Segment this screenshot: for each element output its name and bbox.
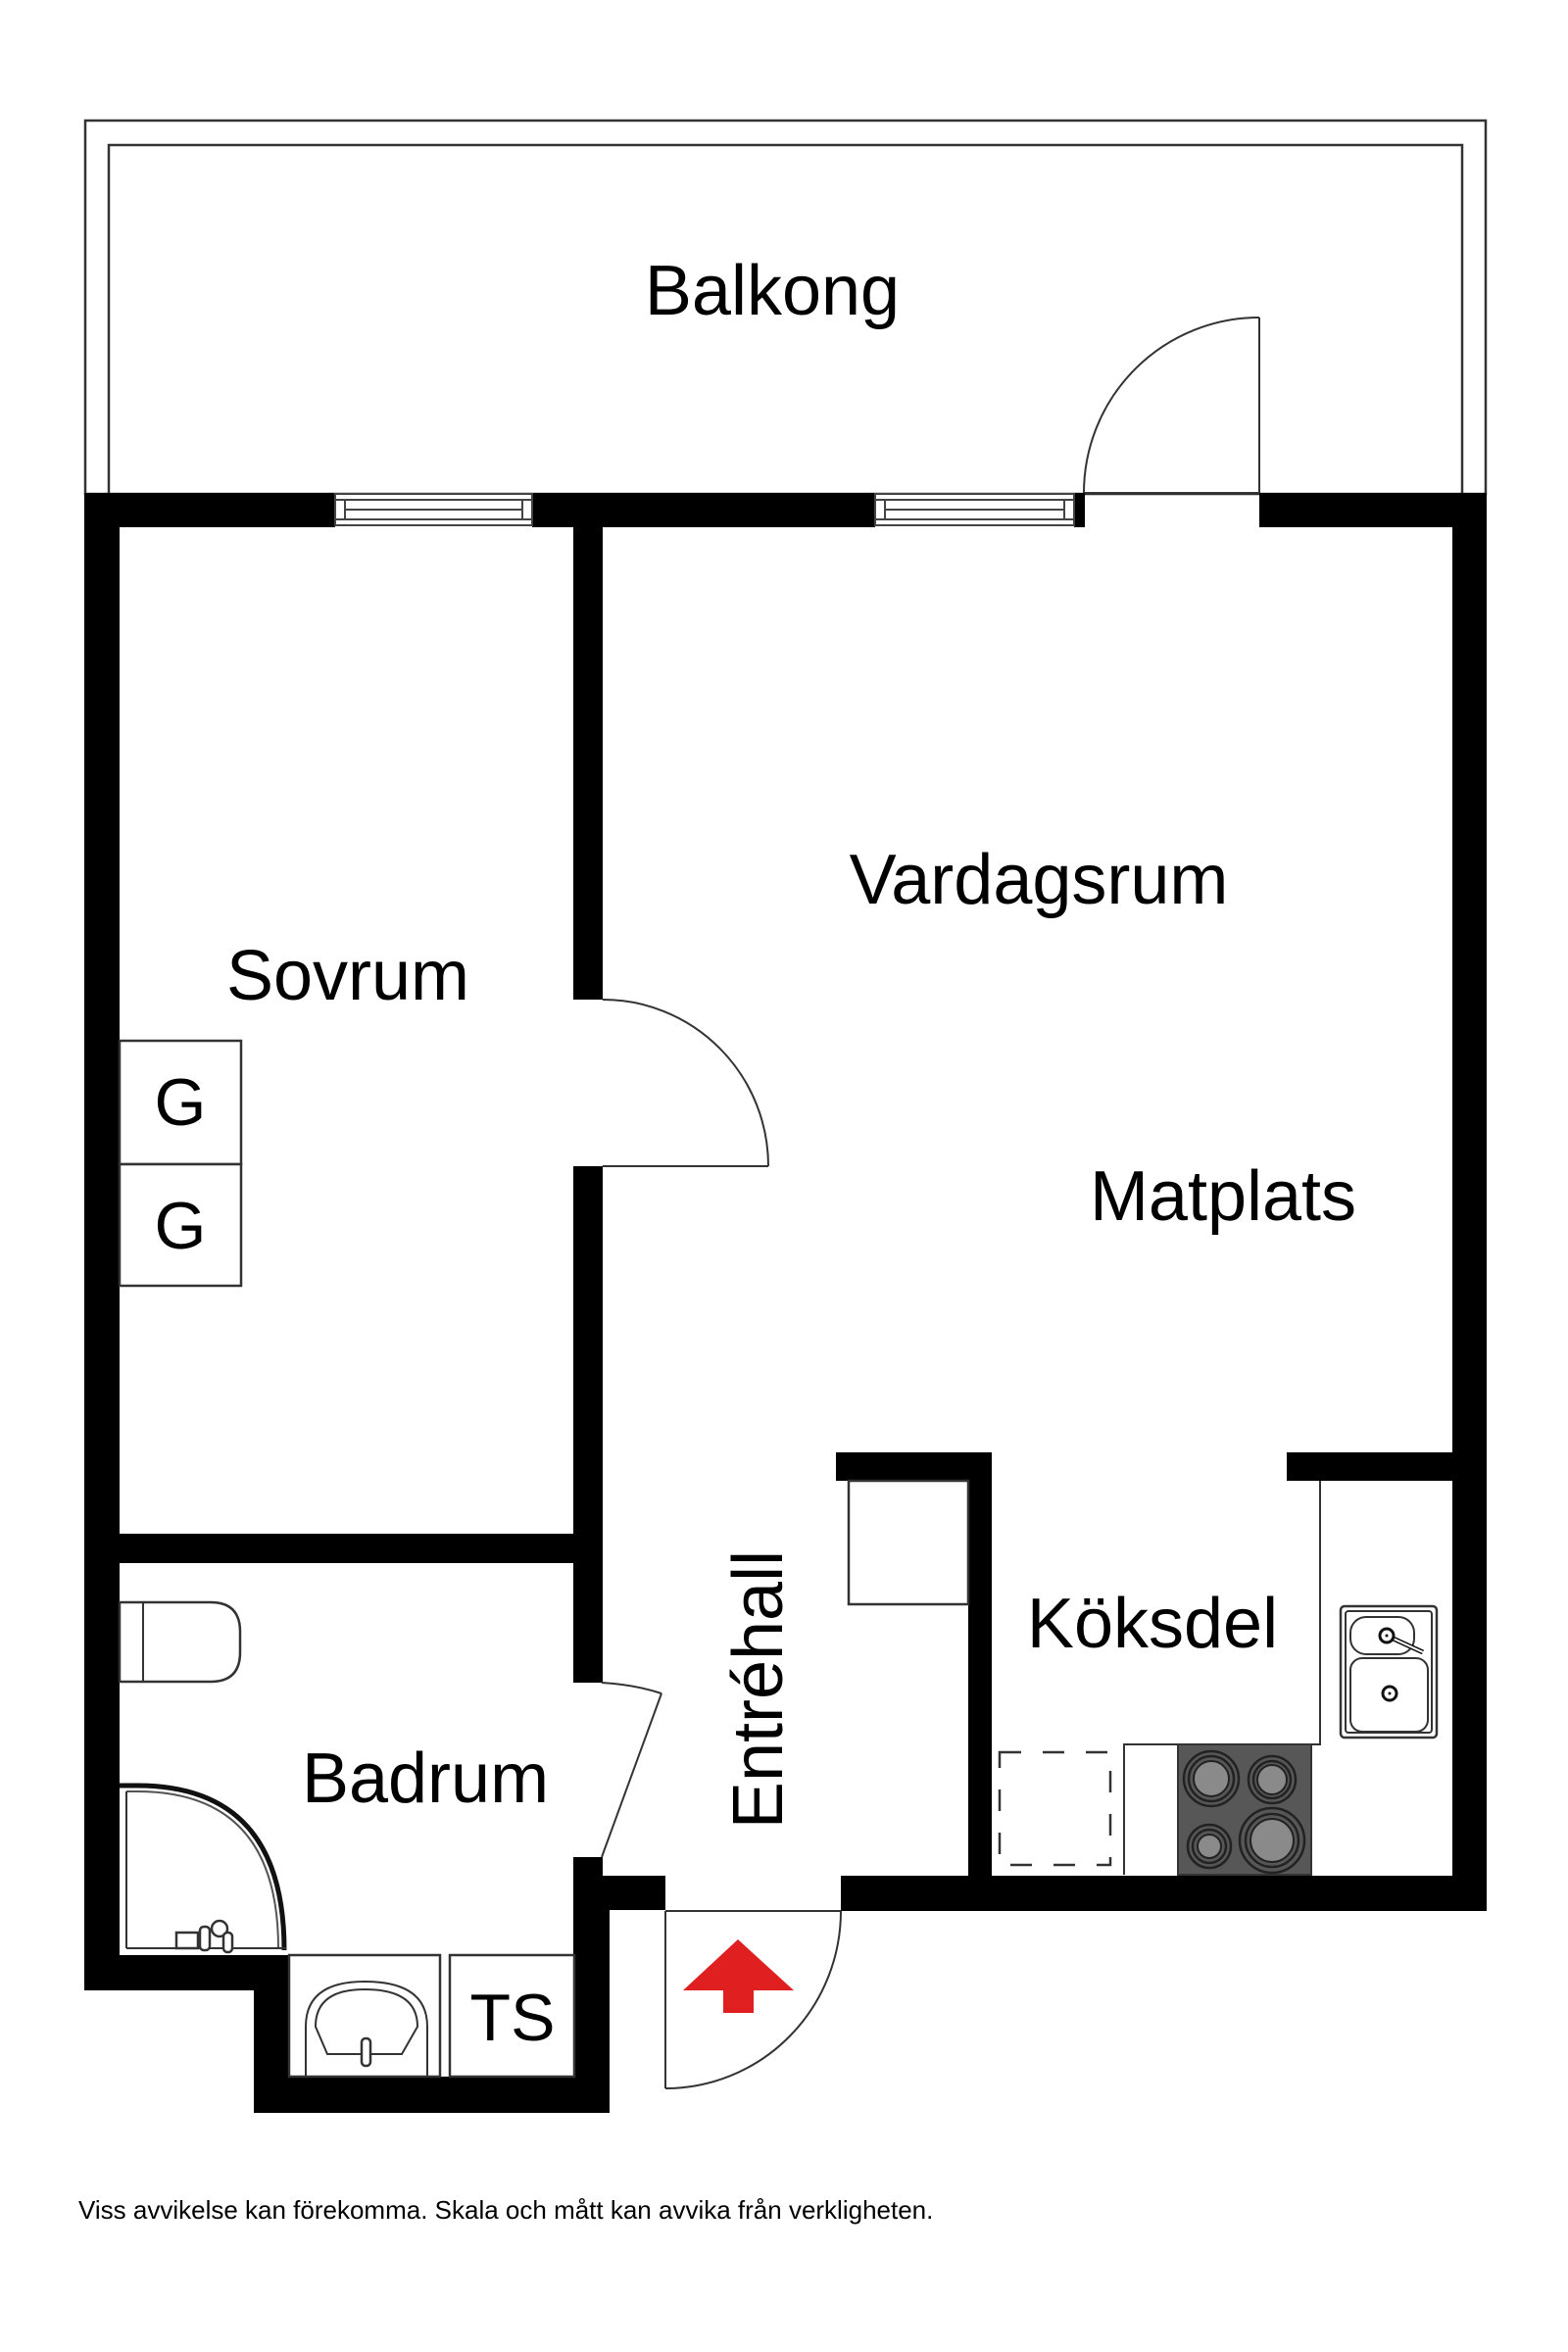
bathroom-walls (84, 1563, 665, 2113)
wardrobe-1-label: G (155, 1065, 207, 1140)
room-label-entrehall: Entréhall (719, 1550, 798, 1829)
shower-icon (120, 1783, 287, 1954)
washer-dryer-label: TS (470, 1981, 556, 2055)
room-label-badrum: Badrum (302, 1740, 549, 1818)
bottom-wall (841, 1876, 1487, 1911)
window-vardagsrum (874, 493, 1075, 526)
kitchen-partition (836, 1452, 1453, 1876)
disclaimer-text: Viss avvikelse kan förekomma. Skala och … (78, 2195, 934, 2225)
room-label-koksdel: Köksdel (1027, 1585, 1278, 1663)
room-label-vardagsrum: Vardagsrum (850, 841, 1229, 919)
wardrobe-2-label: G (155, 1189, 207, 1263)
appliance-placeholder (998, 1750, 1112, 1867)
wardrobe-2: G (118, 1162, 243, 1288)
toilet-icon (118, 1600, 242, 1684)
balcony-door[interactable] (1083, 317, 1260, 494)
top-wall (84, 493, 1487, 527)
kitchen-sink-icon (1339, 1604, 1439, 1740)
sovrum-door[interactable] (602, 999, 769, 1167)
left-wall (84, 493, 120, 1990)
washer-dryer: TS (448, 1953, 576, 2079)
stove-icon (1177, 1743, 1312, 1876)
sovrum-bottom-wall (84, 1534, 603, 1563)
hall-closet (847, 1479, 970, 1606)
room-label-sovrum: Sovrum (226, 937, 469, 1015)
entrance-arrow-icon (683, 1939, 794, 2013)
entrance-door[interactable] (664, 1910, 842, 2089)
room-label-matplats: Matplats (1090, 1157, 1356, 1236)
room-label-balkong: Balkong (645, 252, 900, 330)
bathroom-sink-icon (287, 1953, 442, 2079)
right-wall (1452, 493, 1487, 1911)
wardrobe-1: G (118, 1039, 243, 1166)
window-sovrum (334, 493, 533, 526)
sovrum-wall (573, 493, 603, 1563)
bathroom-door[interactable] (601, 1682, 662, 1858)
